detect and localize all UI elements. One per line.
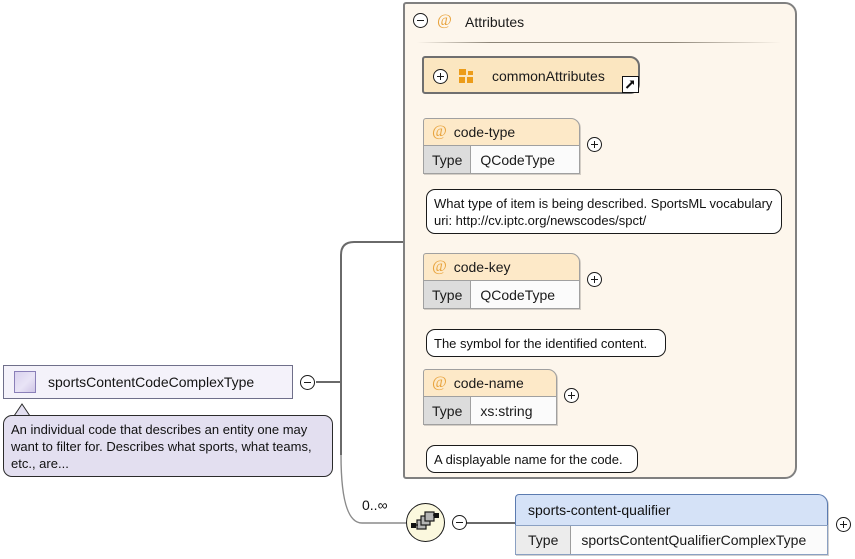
complextype-root-label: sportsContentCodeComplexType	[48, 374, 255, 390]
attribute-group-icon	[459, 69, 475, 83]
commonattributes-label: commonAttributes	[492, 68, 605, 84]
annotation-code-type: What type of item is being described. Sp…	[426, 189, 782, 234]
element-expand-toggle[interactable]	[836, 517, 851, 532]
annotation-code-key: The symbol for the identified content.	[426, 329, 666, 357]
attributes-group-header[interactable]: @ Attributes	[405, 4, 795, 38]
element-type-row: Type sportsContentQualifierComplexType	[515, 525, 828, 555]
annotation-complextype-root: An individual code that describes an ent…	[3, 415, 333, 477]
sequence-icon[interactable]	[406, 503, 445, 542]
type-key-label: Type	[424, 146, 472, 173]
external-link-icon[interactable]	[622, 76, 639, 93]
attribute-code-name-expand-toggle[interactable]	[564, 388, 579, 403]
attribute-code-key-expand-toggle[interactable]	[587, 272, 602, 287]
type-key-label: Type	[516, 526, 572, 554]
type-key-label: Type	[424, 281, 472, 308]
attribute-code-key-header: @ code-key	[423, 253, 580, 280]
complextype-icon	[14, 371, 36, 393]
attribute-code-type-name: code-type	[453, 124, 516, 140]
attribute-code-name-name: code-name	[453, 375, 524, 391]
attribute-code-name[interactable]: @ code-name Type xs:string	[423, 369, 557, 425]
occurrence-label: 0..∞	[362, 497, 388, 513]
commonattributes-expand-toggle[interactable]	[433, 69, 448, 84]
complextype-root-box[interactable]: sportsContentCodeComplexType	[3, 365, 293, 399]
attribute-code-type-header: @ code-type	[423, 118, 580, 145]
attribute-group-ref-commonattributes[interactable]: commonAttributes	[422, 56, 640, 94]
at-icon: @	[437, 12, 452, 29]
complextype-collapse-toggle[interactable]	[300, 375, 315, 390]
attribute-code-key-name: code-key	[453, 259, 511, 275]
attribute-code-name-typerow: Type xs:string	[423, 396, 557, 425]
attribute-code-name-header: @ code-name	[423, 369, 557, 396]
attribute-code-type-typerow: Type QCodeType	[423, 145, 580, 174]
at-icon: @	[432, 374, 447, 391]
attributes-group-label: Attributes	[465, 14, 525, 30]
type-value-label: QCodeType	[471, 281, 579, 308]
type-key-label: Type	[424, 397, 472, 424]
element-sports-content-qualifier[interactable]: sports-content-qualifier Type sportsCont…	[515, 494, 828, 555]
attribute-code-key[interactable]: @ code-key Type QCodeType	[423, 253, 580, 309]
at-icon: @	[432, 123, 447, 140]
element-name-label: sports-content-qualifier	[515, 494, 828, 525]
attributes-divider	[417, 42, 781, 43]
attribute-code-type-expand-toggle[interactable]	[587, 137, 602, 152]
annotation-code-name: A displayable name for the code.	[426, 445, 638, 473]
sequence-collapse-toggle[interactable]	[452, 515, 467, 530]
type-value-label: QCodeType	[471, 146, 579, 173]
attribute-code-key-typerow: Type QCodeType	[423, 280, 580, 309]
at-icon: @	[432, 258, 447, 275]
type-value-label: sportsContentQualifierComplexType	[571, 526, 827, 554]
type-value-label: xs:string	[471, 397, 556, 424]
attributes-collapse-toggle[interactable]	[413, 13, 428, 28]
attribute-code-type[interactable]: @ code-type Type QCodeType	[423, 118, 580, 174]
